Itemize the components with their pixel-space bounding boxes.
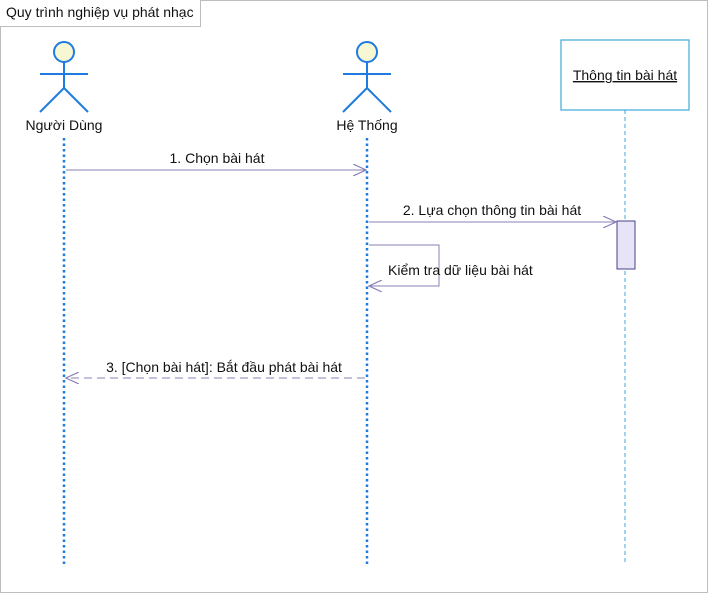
- actor-icon: [342, 41, 392, 113]
- actor-label: Hệ Thống: [336, 117, 397, 133]
- message-3[interactable]: 3. [Chọn bài hát]: Bắt đầu phát bài hát: [66, 359, 365, 378]
- object-thong-tin-bai-hat[interactable]: Thông tin bài hát: [560, 39, 690, 111]
- activation-bar: [616, 220, 636, 270]
- message-label: Kiểm tra dữ liệu bài hát: [388, 262, 533, 278]
- actor-label: Người Dùng: [26, 117, 103, 133]
- self-message[interactable]: Kiểm tra dữ liệu bài hát: [369, 244, 533, 286]
- actor-he-thong[interactable]: Hệ Thống: [336, 41, 398, 133]
- message-label: 2. Lựa chọn thông tin bài hát: [403, 202, 581, 218]
- message-1[interactable]: 1. Chọn bài hát: [66, 150, 366, 170]
- diagram-title: Quy trình nghiệp vụ phát nhạc: [0, 0, 201, 27]
- actor-icon: [39, 41, 89, 113]
- message-label: 3. [Chọn bài hát]: Bắt đầu phát bài hát: [106, 359, 342, 375]
- message-2[interactable]: 2. Lựa chọn thông tin bài hát: [369, 202, 616, 222]
- object-box: [560, 39, 690, 111]
- message-label: 1. Chọn bài hát: [170, 150, 265, 166]
- actor-nguoi-dung[interactable]: Người Dùng: [26, 41, 103, 133]
- message-arrow: [369, 244, 440, 286]
- object-label: Thông tin bài hát: [573, 67, 677, 83]
